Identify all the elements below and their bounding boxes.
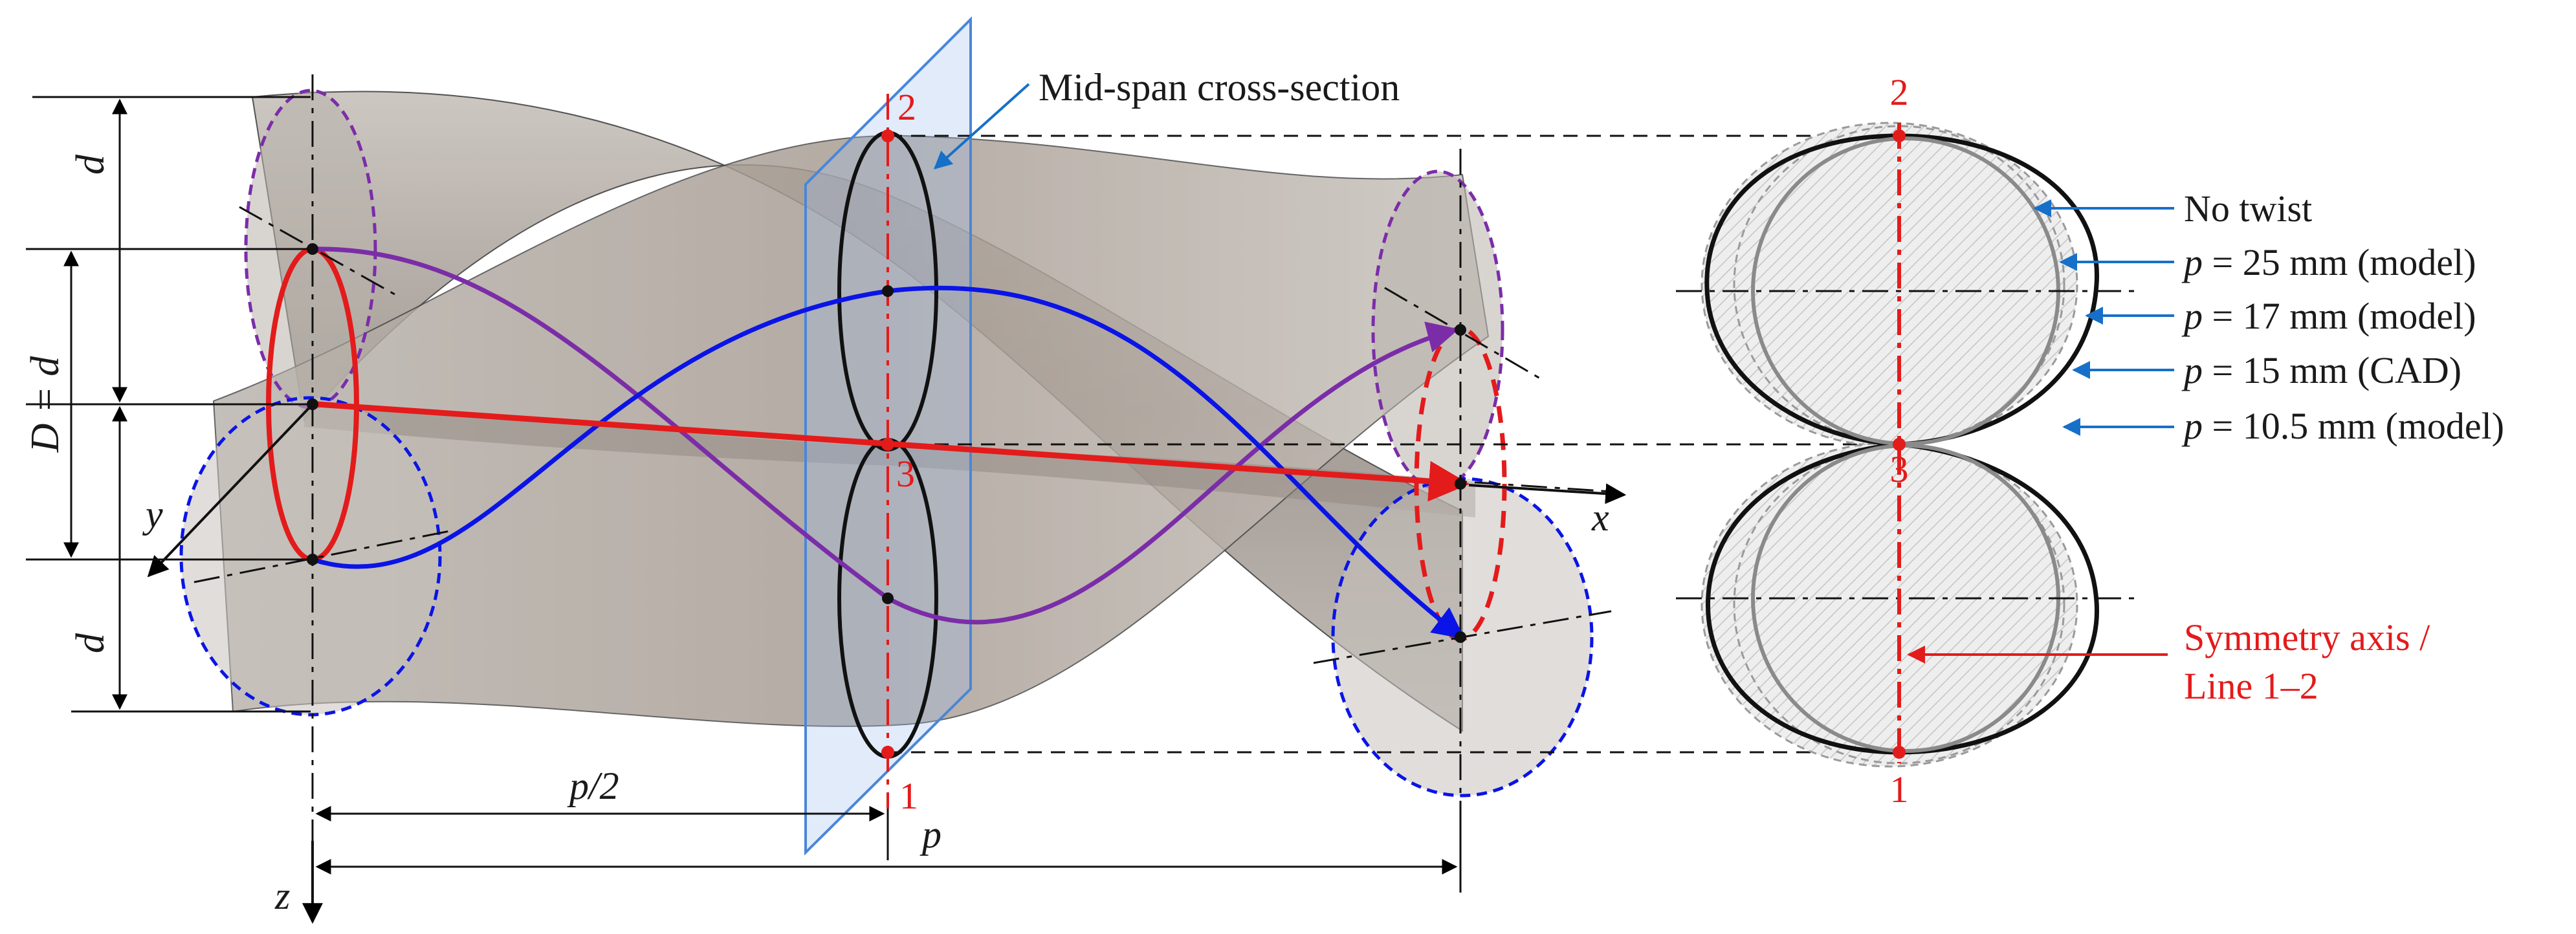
legend-p25-var: p <box>2181 241 2203 283</box>
y-axis-label: y <box>142 493 163 536</box>
legend-no-twist: No twist <box>2184 188 2312 230</box>
legend-p105-var: p <box>2181 405 2203 447</box>
x-axis-label: x <box>1591 496 1609 539</box>
point-1-left: 1 <box>899 775 918 817</box>
legend-p17-var: p <box>2181 295 2203 337</box>
x-axis-arrow <box>1468 483 1627 505</box>
symmetry-label-line2: Line 1–2 <box>2184 665 2318 707</box>
legend-p15: p = 15 mm (CAD) <box>2181 349 2461 391</box>
z-axis-label: z <box>274 874 290 917</box>
legend-p17-text: = 17 mm (model) <box>2203 295 2476 337</box>
point-2-right: 2 <box>1890 71 1909 113</box>
dimension-lines-bottom <box>315 806 1462 893</box>
legend-p105: p = 10.5 mm (model) <box>2181 405 2504 447</box>
dim-d-top: d <box>69 154 113 175</box>
point-2-left: 2 <box>897 86 916 128</box>
cross-section-figure <box>1676 122 2135 768</box>
key-points <box>307 129 1466 759</box>
dimension-lines-left <box>26 96 311 713</box>
mid-span-label: Mid-span cross-section <box>1039 66 1400 109</box>
point-3-right: 3 <box>1890 448 1909 490</box>
legend-p15-text: = 15 mm (CAD) <box>2203 349 2461 391</box>
legend-p25: p = 25 mm (model) <box>2181 241 2476 283</box>
dim-D-equals-d: D = d <box>23 356 67 453</box>
point-1-right: 1 <box>1890 768 1909 810</box>
right-top-end-ellipse <box>1371 169 1504 490</box>
legend-p15-var: p <box>2181 349 2203 391</box>
p-half-label: p/2 <box>567 765 619 807</box>
symmetry-label-line1: Symmetry axis / <box>2184 616 2430 658</box>
legend-p17: p = 17 mm (model) <box>2181 295 2476 337</box>
point-3-left: 3 <box>896 453 915 495</box>
legend-p105-text: = 10.5 mm (model) <box>2203 405 2504 447</box>
projection-lines <box>888 135 1889 754</box>
legend-p25-text: = 25 mm (model) <box>2203 241 2476 283</box>
y-axis-arrow <box>147 403 314 578</box>
p-full-label: p <box>919 813 941 856</box>
legend-leaders <box>2033 199 2174 436</box>
dim-d-bottom: d <box>69 633 113 653</box>
mid-span-leader <box>933 83 1030 169</box>
